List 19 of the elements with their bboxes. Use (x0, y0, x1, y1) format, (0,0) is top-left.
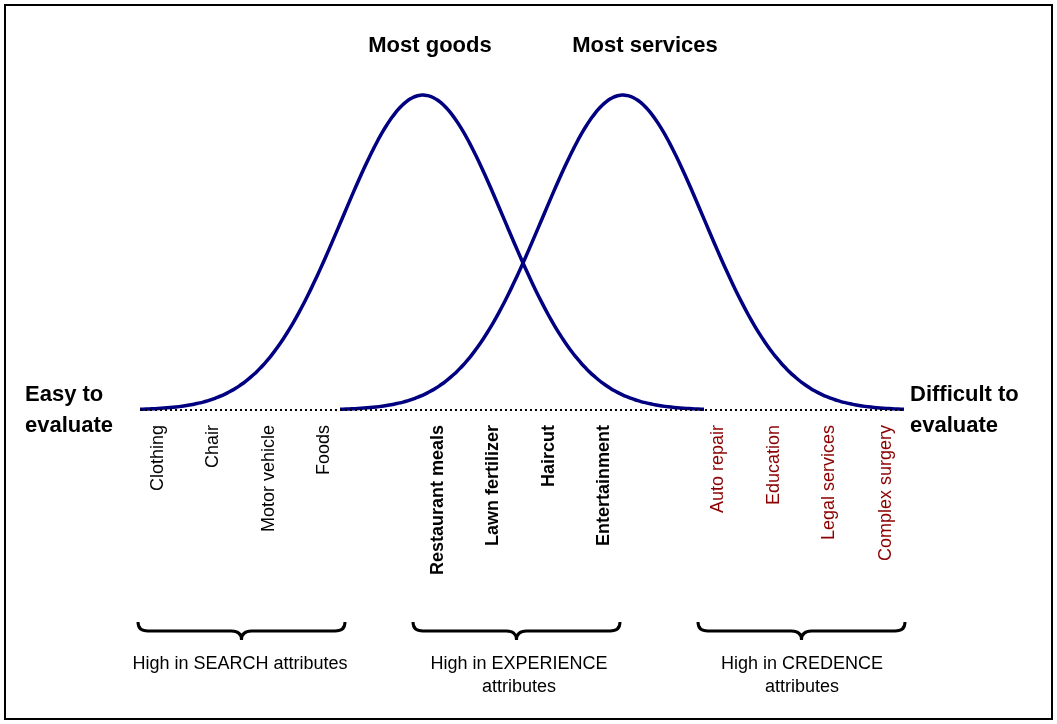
scale-end-label: Difficult to evaluate (910, 380, 1020, 439)
category-label: High in SEARCH attributes (131, 652, 349, 675)
example-label: Clothing (146, 425, 168, 492)
example-label: Auto repair (706, 425, 728, 514)
example-label: Entertainment (592, 425, 614, 547)
example-label: Education (762, 425, 784, 506)
example-label: Chair (201, 425, 223, 468)
example-label: Legal services (817, 425, 839, 541)
curve-title: Most goods (368, 32, 492, 58)
example-label: Haircut (537, 425, 559, 487)
scale-end-label: Easy to evaluate (25, 380, 115, 439)
example-label: Motor vehicle (257, 425, 279, 533)
example-label: Lawn fertilizer (481, 425, 503, 547)
category-label: High in CREDENCE attributes (719, 652, 884, 698)
category-label: High in EXPERIENCE attributes (429, 652, 609, 698)
example-label: Complex surgery (874, 425, 896, 562)
example-label: Foods (312, 425, 334, 476)
example-label: Restaurant meals (426, 425, 448, 576)
curve-title: Most services (572, 32, 718, 58)
